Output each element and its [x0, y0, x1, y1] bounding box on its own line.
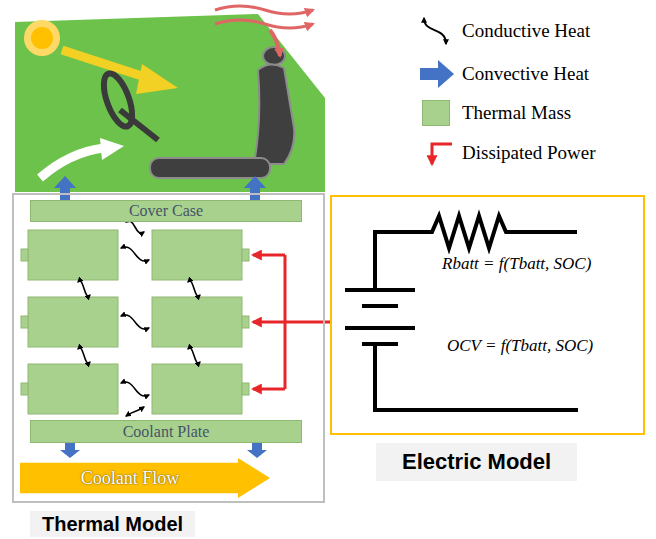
legend-swatch	[422, 100, 450, 126]
conductive-arrow	[121, 315, 149, 329]
convective-arrow	[247, 443, 267, 458]
node-label: Coolant Flow	[81, 468, 180, 489]
legend-label: Thermal Mass	[462, 102, 571, 125]
flow-arrow-shape	[20, 458, 270, 498]
formula-label: OCV = f(Tbatt, SOC)	[445, 336, 595, 356]
thermal-model-box: Thermal ModelCover CaseCoolant PlateCool…	[12, 193, 325, 503]
node-label: Coolant Plate	[123, 423, 210, 441]
electric-model-box: Electric Model	[330, 195, 645, 435]
dissipated-power-arrow	[253, 321, 330, 324]
legend-label: Dissipated Power	[462, 142, 596, 165]
conductive-arrow	[126, 221, 144, 233]
model-title: Electric Model	[376, 443, 577, 481]
battery-cell	[21, 230, 249, 414]
node-label: Cover Case	[129, 202, 203, 220]
conductive-arrow	[121, 382, 149, 396]
legend-convective-sample	[420, 60, 454, 88]
conductive-arrow	[78, 281, 90, 296]
legend-conductive-sample	[424, 18, 446, 44]
conductive-arrow	[121, 247, 149, 261]
legend-power-sample	[432, 144, 452, 164]
conductive-heat-arrows	[78, 221, 200, 416]
legend-label: Conductive Heat	[462, 20, 590, 43]
coolant-flow-arrow: Coolant Flow	[20, 458, 270, 498]
model-title: Thermal Model	[30, 511, 195, 537]
conductive-arrow	[188, 281, 200, 296]
convective-arrow	[54, 176, 266, 200]
conductive-arrow	[78, 348, 90, 363]
conductive-arrow	[188, 348, 200, 363]
cover-case-plate: Cover Case	[30, 200, 302, 222]
car-cabin	[15, 6, 325, 192]
battery-circuit	[345, 216, 578, 410]
convective-arrow	[60, 443, 80, 458]
conductive-arrow	[126, 407, 144, 416]
formula-label: Rbatt = f(Tbatt, SOC)	[440, 254, 593, 274]
coolant-plate: Coolant Plate	[30, 420, 302, 443]
legend-label: Convective Heat	[462, 63, 589, 86]
